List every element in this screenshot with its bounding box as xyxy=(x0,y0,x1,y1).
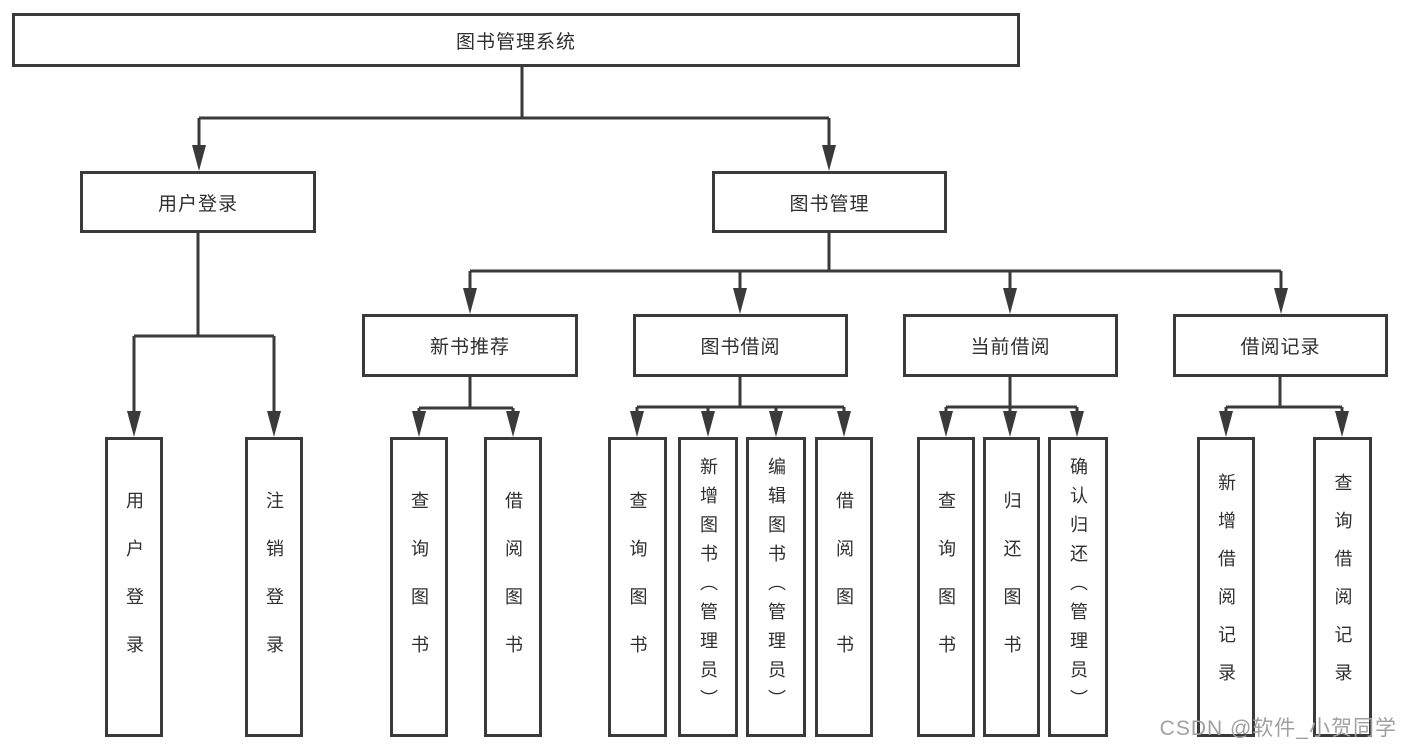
leaf-edit-book-admin: 编辑图书（管理员） xyxy=(746,437,806,737)
node-user-login: 用户登录 xyxy=(80,171,316,233)
leaf-query-book-recommend: 查询图书 xyxy=(390,437,448,737)
leaf-query-borrow-record: 查询借阅记录 xyxy=(1313,437,1372,737)
leaf-logout: 注销登录 xyxy=(245,437,303,737)
leaf-borrow-book-recommend: 借阅图书 xyxy=(484,437,542,737)
leaf-add-borrow-record: 新增借阅记录 xyxy=(1197,437,1255,737)
node-root-system: 图书管理系统 xyxy=(12,13,1020,67)
leaf-query-book-borrow: 查询图书 xyxy=(608,437,667,737)
leaf-confirm-return-admin: 确认归还（管理员） xyxy=(1048,437,1108,737)
node-new-book-recommend: 新书推荐 xyxy=(362,314,578,377)
node-book-management: 图书管理 xyxy=(712,171,947,233)
csdn-watermark: CSDN @软件_小贺同学 xyxy=(1159,717,1397,740)
leaf-user-login: 用户登录 xyxy=(105,437,163,737)
connector-lines xyxy=(132,67,1344,418)
leaf-query-book-current: 查询图书 xyxy=(917,437,975,737)
leaf-borrow-book: 借阅图书 xyxy=(815,437,873,737)
leaf-return-book: 归还图书 xyxy=(983,437,1040,737)
node-book-borrow: 图书借阅 xyxy=(633,314,848,377)
connector-arrowheads xyxy=(127,145,1349,437)
leaf-add-book-admin: 新增图书（管理员） xyxy=(678,437,738,737)
node-current-borrow: 当前借阅 xyxy=(903,314,1118,377)
node-borrow-record: 借阅记录 xyxy=(1173,314,1388,377)
